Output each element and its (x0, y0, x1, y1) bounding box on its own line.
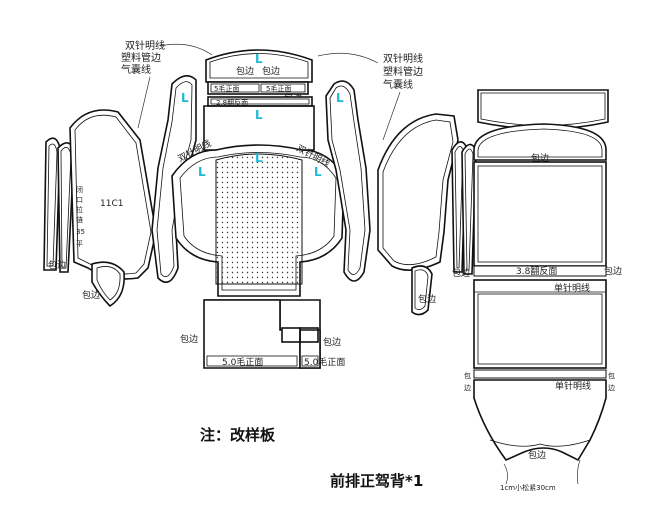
right-wrap-piece (411, 265, 433, 316)
note-text: 注：改样板 (200, 426, 276, 444)
bottom-mao-left: 5.0毛正面 (222, 356, 263, 368)
left-stitch-label: 双针明线 塑料管边 气囊线 (121, 39, 213, 129)
right-side-wrap-b: 包边 (604, 265, 622, 277)
right-reverse-label: 3.8翻反面 (516, 266, 557, 277)
lower-wrap-left: 包边 (464, 371, 471, 392)
left-wrap-outer (91, 261, 126, 308)
dotted-insert (215, 153, 303, 285)
right-label-line-3: 气囊线 (383, 78, 413, 91)
right-wing-panel: L (325, 80, 371, 282)
right-side-wrap: 包边 (418, 293, 436, 305)
flap-wrap: 包边 (528, 449, 546, 461)
right-side-panel: 包边 (377, 113, 459, 316)
left-wrap-piece: 包边 (82, 261, 126, 308)
bottom-right-block (299, 329, 321, 369)
left-label-line-3: 气囊线 (121, 63, 151, 76)
l-mark-mid: L (255, 108, 263, 122)
right-label-line-1: 双针明线 (383, 52, 423, 65)
left-wrap-label: 包边 (82, 289, 100, 301)
l-mark-top: L (255, 52, 263, 66)
strip-wrap-label: 包边 (48, 259, 66, 271)
elastic-loops (503, 459, 581, 485)
left-leader-line (137, 76, 151, 129)
left-label-line-2: 塑料管边 (121, 51, 161, 64)
reverse-top-label: 2.8翻反面 (216, 98, 248, 107)
right-back-column: 包边 3.8翻反面 包边 单针明线 单针明线 包边 包边 包边 1cm小松紧30… (464, 89, 622, 492)
top-wrap-label-a: 包边 (236, 65, 254, 77)
l-mark-right-wing: L (336, 91, 344, 105)
right-label-line-2: 塑料管边 (383, 65, 423, 78)
bottom-wrap-right: 包边 (323, 336, 341, 348)
right-reverse-band (473, 265, 607, 277)
l-mark-center-left: L (198, 165, 206, 179)
left-side-outer (69, 109, 157, 280)
single-needle-bottom: 单针明线 (555, 380, 591, 392)
right-stitch-label: 双针明线 塑料管边 气囊线 (317, 52, 423, 141)
left-label-line-1: 双针明线 (125, 39, 165, 52)
right-cap-piece (473, 123, 607, 161)
part-code: 11C1 (100, 199, 123, 209)
bottom-notch-b (299, 327, 319, 343)
center-back-panel: L L L 双针明线 双针明线 (171, 137, 345, 297)
right-leader-curve (317, 52, 379, 64)
top-pieces: L 包边 包边 5毛正面 5毛正面 包边 2.8翻反面 L (203, 49, 315, 151)
top-band-piece (207, 81, 309, 95)
right-cap-wrap: 包边 (531, 152, 549, 164)
bottom-mao-right: 5.0毛正面 (304, 356, 345, 368)
top-mao-left: 5毛正面 (214, 84, 239, 93)
right-leader-line (382, 91, 401, 141)
right-lower-panel (473, 279, 607, 369)
single-needle-top: 单针明线 (554, 282, 590, 294)
elastic-label: 1cm小松紧30cm (500, 483, 556, 492)
left-strip-pieces: 包边 (43, 137, 75, 273)
right-headrest-piece (477, 89, 609, 130)
right-strip-wrap: 包边 (452, 267, 470, 279)
bottom-wrap-left: 包边 (180, 333, 198, 345)
right-bottom-flap (473, 379, 607, 462)
l-mark-center-right: L (314, 165, 322, 179)
top-wrap-label-b: 包边 (262, 65, 280, 77)
mid-back-frame (203, 105, 315, 151)
l-mark-left-wing: L (181, 91, 189, 105)
piece-title: 前排正驾背*1 (330, 472, 423, 490)
right-upper-panel (473, 161, 607, 267)
lower-wrap-right: 包边 (608, 371, 615, 392)
bottom-center-piece: 包边 包边 5.0毛正面 5.0毛正面 (180, 299, 345, 369)
top-mao-right: 5毛正面 (266, 84, 291, 93)
left-leader-curve (159, 43, 213, 56)
bottom-notch (281, 327, 301, 343)
right-strip-pieces: 包边 (451, 141, 477, 279)
l-mark-center: L (255, 151, 263, 165)
right-lower-band (473, 369, 607, 379)
right-side-outer (377, 113, 459, 271)
top-cap-piece (205, 49, 313, 83)
right-wing-outer (325, 80, 371, 282)
